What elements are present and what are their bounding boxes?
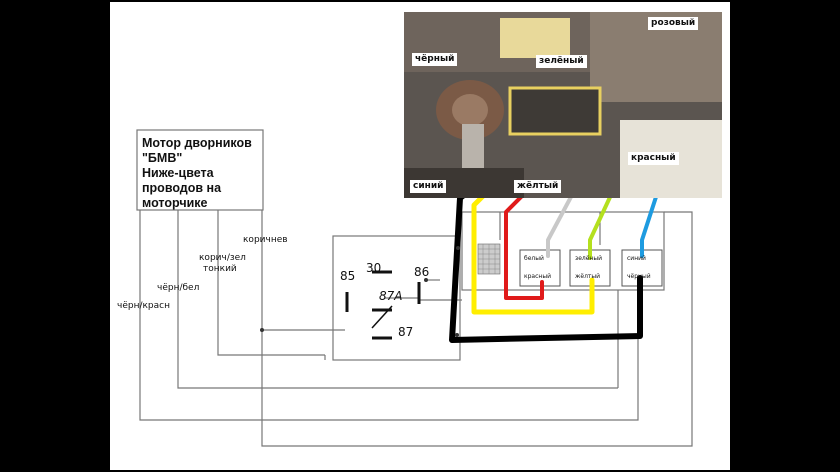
relay-pin-87a: 87А [379,289,403,303]
photo-label-red: красный [628,152,679,165]
relay-contacts [345,270,421,340]
relay-pin-86: 86 [414,265,430,279]
title-line: моторчике [142,196,208,210]
photo-label-yellow: жёлтый [514,180,562,193]
photo-label-pink: розовый [648,17,699,30]
wire-label-black-red: чёрн/красн [117,301,170,311]
photo-label-blue: синий [410,180,447,193]
motor-box [136,129,264,211]
junction-dots [260,246,460,337]
connector-grid-lines [478,244,500,274]
wire-label-black-white: чёрн/бел [157,283,200,293]
connector-label-green: зелёный [575,255,602,262]
title-line: "БМВ" [142,151,183,165]
connector-label-yellow: жёлтый [575,273,601,280]
relay-pin-30: 30 [366,261,382,275]
photo-label-green: зелёный [536,55,587,68]
relay-pin-85: 85 [340,269,356,283]
connector-label-red: красный [524,273,551,280]
relay-box [332,235,461,361]
motor-box-title: Мотор дворников "БМВ" Ниже-цвета проводо… [142,136,264,211]
connector-label-black: чёрный [627,273,651,280]
photo-label-black: чёрный [412,53,458,66]
connector-label-blue: синий [627,255,646,262]
connector-label-white: белый [524,255,544,262]
title-line: Мотор дворников [142,136,252,150]
wire-label-brown: коричнев [243,235,288,245]
wire-label-thin: тонкий [203,264,237,274]
title-line: проводов на [142,181,222,195]
connector-photo [404,12,722,198]
relay-pin-87: 87 [398,325,414,339]
title-line: Ниже-цвета [142,166,214,180]
wire-label-brown-green: корич/зел [199,253,246,263]
